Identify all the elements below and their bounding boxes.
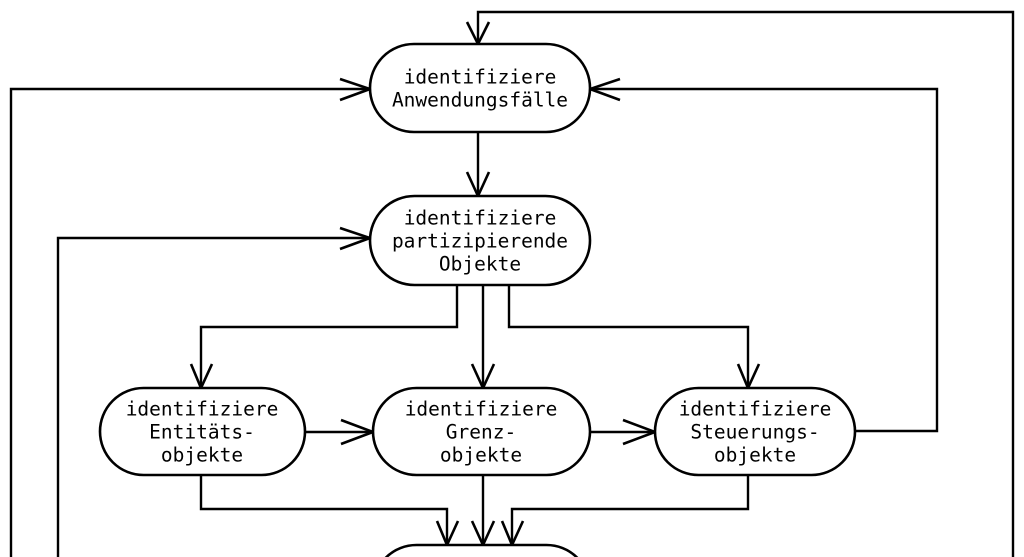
node-grenzobjekte-shape <box>371 386 592 477</box>
node-entitaetsobjekte-line2: Entitäts- <box>149 421 255 444</box>
node-partizipierende-objekte-line2: partizipierende <box>392 230 568 253</box>
node-steuerungsobjekte-shape <box>653 386 857 477</box>
edge-anwendungsfaelle-to-partizipierende <box>465 132 491 200</box>
edge-right-loop-into-anwendungsfaelle <box>586 77 939 433</box>
node-anwendungsfaelle[interactable]: identifiziere Anwendungsfälle <box>368 42 592 134</box>
node-steuerungsobjekte-line2: Steuerungs- <box>690 421 819 444</box>
edge-partizipierende-to-grenz <box>470 285 496 392</box>
node-grenzobjekte-line2: Grenz- <box>446 421 516 444</box>
node-grenzobjekte-line1: identifiziere <box>405 398 558 421</box>
node-entitaetsobjekte-line3: objekte <box>161 444 243 467</box>
node-entitaetsobjekte[interactable]: identifiziere Entitäts- objekte <box>98 386 307 477</box>
node-anwendungsfaelle-line1: identifiziere <box>404 66 557 89</box>
node-partizipierende-objekte-line1: identifiziere <box>404 207 557 230</box>
edge-partizipierende-to-steuerungs <box>507 285 761 392</box>
node-bottom-cropped-shape <box>384 543 579 557</box>
edge-layer <box>9 10 1015 557</box>
node-partizipierende-objekte-shape <box>368 194 592 287</box>
node-grenzobjekte-line3: objekte <box>440 444 522 467</box>
node-anwendungsfaelle-line2: Anwendungsfälle <box>392 89 568 112</box>
edge-steuerungs-to-bottom <box>500 475 750 549</box>
edge-entitaets-to-grenz <box>305 418 377 446</box>
edge-grenz-to-steuerungs <box>590 418 659 446</box>
node-steuerungsobjekte-line3: objekte <box>714 444 796 467</box>
node-steuerungsobjekte[interactable]: identifiziere Steuerungs- objekte <box>653 386 857 477</box>
edge-left-loop-into-anwendungsfaelle <box>9 77 374 557</box>
node-grenzobjekte[interactable]: identifiziere Grenz- objekte <box>371 386 592 477</box>
node-partizipierende-objekte[interactable]: identifiziere partizipierende Objekte <box>368 194 592 287</box>
node-partizipierende-objekte-line3: Objekte <box>439 253 521 276</box>
node-entitaetsobjekte-shape <box>98 386 307 477</box>
node-bottom-cropped[interactable] <box>373 543 590 557</box>
node-anwendungsfaelle-shape <box>368 42 592 134</box>
node-steuerungsobjekte-line1: identifiziere <box>679 398 832 421</box>
edge-entitaets-to-bottom <box>199 475 460 549</box>
edge-grenz-to-bottom <box>470 475 496 549</box>
edge-partizipierende-to-entitaets <box>189 285 459 392</box>
node-entitaetsobjekte-line1: identifiziere <box>126 398 279 421</box>
